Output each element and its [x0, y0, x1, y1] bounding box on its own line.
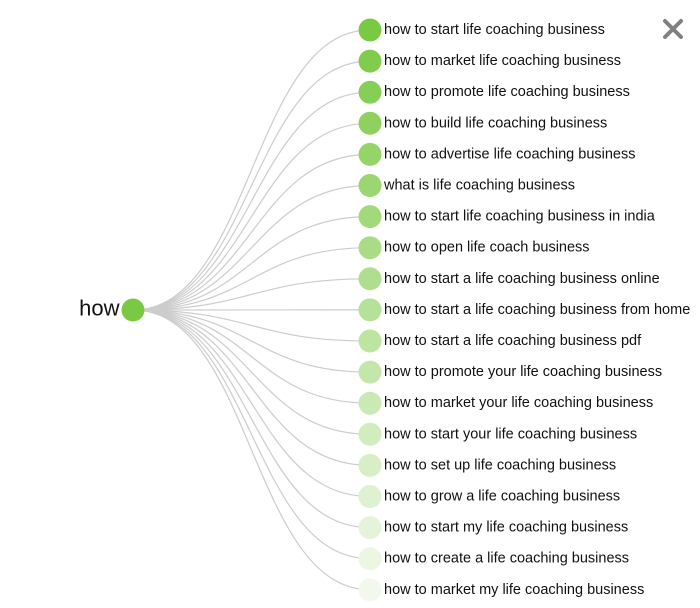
leaf-node[interactable]	[358, 49, 382, 73]
leaf-node[interactable]	[358, 547, 382, 571]
tree-link	[132, 278, 371, 311]
leaf-label[interactable]: how to open life coach business	[384, 240, 590, 256]
leaf-label[interactable]: how to start my life coaching business	[384, 520, 628, 536]
tree-link	[132, 309, 371, 466]
tree-link	[132, 153, 371, 311]
leaf-item[interactable]: how to build life coaching business	[358, 111, 608, 135]
leaf-item[interactable]: how to start a life coaching business fr…	[358, 298, 691, 322]
leaf-node[interactable]	[358, 329, 382, 353]
tree-link	[132, 216, 371, 311]
leaf-item[interactable]: how to market life coaching business	[358, 49, 621, 73]
leaf-label[interactable]: how to start a life coaching business pd…	[384, 333, 642, 349]
leaf-node[interactable]	[358, 485, 382, 508]
root-node-group[interactable]: how	[79, 296, 145, 322]
leaf-item[interactable]: how to set up life coaching business	[358, 453, 617, 477]
leaf-nodes: how to start life coaching business how t…	[358, 18, 691, 602]
leaf-item[interactable]: how to market my life coaching business	[358, 578, 645, 602]
leaf-label[interactable]: how to start life coaching business	[384, 22, 605, 38]
leaf-item[interactable]: how to promote your life coaching busine…	[358, 360, 663, 384]
leaf-node[interactable]	[358, 18, 382, 42]
leaf-node[interactable]	[358, 142, 382, 166]
leaf-label[interactable]: how to build life coaching business	[384, 115, 607, 131]
tree-link	[132, 309, 371, 435]
tree-link	[132, 60, 371, 311]
leaf-node[interactable]	[358, 236, 382, 260]
leaf-node[interactable]	[358, 267, 382, 291]
leaf-label[interactable]: how to set up life coaching business	[384, 457, 616, 473]
leaf-label[interactable]: how to grow a life coaching business	[384, 489, 620, 505]
tree-link	[132, 309, 371, 591]
leaf-label[interactable]: how to promote your life coaching busine…	[384, 364, 662, 380]
close-icon	[663, 19, 683, 39]
tree-link	[132, 309, 371, 529]
tree-link	[132, 247, 371, 311]
leaf-node[interactable]	[358, 516, 382, 540]
root-label[interactable]: how	[79, 296, 119, 321]
leaf-label[interactable]: how to market your life coaching busines…	[384, 395, 653, 411]
leaf-label[interactable]: how to create a life coaching business	[384, 551, 629, 567]
root-node[interactable]	[121, 298, 145, 322]
leaf-item[interactable]: what is life coaching business	[358, 174, 576, 197]
leaf-node[interactable]	[358, 174, 382, 197]
close-button[interactable]	[660, 16, 686, 42]
leaf-item[interactable]: how to start a life coaching business on…	[358, 267, 660, 291]
tree-link	[132, 122, 371, 311]
leaf-item[interactable]: how to start my life coaching business	[358, 516, 629, 540]
leaf-node[interactable]	[358, 422, 382, 446]
leaf-item[interactable]: how to advertise life coaching business	[358, 142, 636, 166]
leaf-item[interactable]: how to open life coach business	[358, 236, 590, 260]
leaf-label[interactable]: how to start your life coaching business	[384, 426, 637, 442]
leaf-item[interactable]: how to promote life coaching business	[358, 80, 630, 104]
leaf-node[interactable]	[358, 111, 382, 135]
leaf-label[interactable]: how to market my life coaching business	[384, 582, 644, 598]
tree-link	[132, 309, 371, 342]
leaf-label[interactable]: what is life coaching business	[383, 178, 575, 194]
leaf-node[interactable]	[358, 391, 382, 415]
leaf-label[interactable]: how to advertise life coaching business	[384, 146, 635, 162]
leaf-node[interactable]	[358, 205, 382, 229]
tree-link	[132, 309, 371, 404]
leaf-label[interactable]: how to promote life coaching business	[384, 84, 630, 100]
leaf-item[interactable]: how to market your life coaching busines…	[358, 391, 654, 415]
leaf-item[interactable]: how to grow a life coaching business	[358, 485, 621, 508]
tree-link	[132, 29, 371, 311]
leaf-item[interactable]: how to start a life coaching business pd…	[358, 329, 643, 353]
tree-link	[132, 309, 371, 560]
tree-link	[132, 184, 371, 311]
leaf-item[interactable]: how to start your life coaching business	[358, 422, 638, 446]
tree-link	[132, 309, 371, 498]
tree-link	[132, 91, 371, 311]
leaf-node[interactable]	[358, 360, 382, 384]
leaf-node[interactable]	[358, 578, 382, 602]
leaf-node[interactable]	[358, 80, 382, 104]
leaf-label[interactable]: how to start a life coaching business fr…	[384, 302, 690, 318]
leaf-label[interactable]: how to start a life coaching business on…	[384, 271, 660, 287]
leaf-label[interactable]: how to start life coaching business in i…	[384, 209, 656, 225]
leaf-item[interactable]: how to create a life coaching business	[358, 547, 630, 571]
leaf-label[interactable]: how to market life coaching business	[384, 53, 621, 69]
leaf-node[interactable]	[358, 298, 382, 322]
leaf-item[interactable]: how to start life coaching business	[358, 18, 605, 42]
tree-links	[132, 29, 371, 591]
leaf-item[interactable]: how to start life coaching business in i…	[358, 205, 656, 229]
tree-link	[132, 309, 371, 373]
leaf-node[interactable]	[358, 453, 382, 477]
